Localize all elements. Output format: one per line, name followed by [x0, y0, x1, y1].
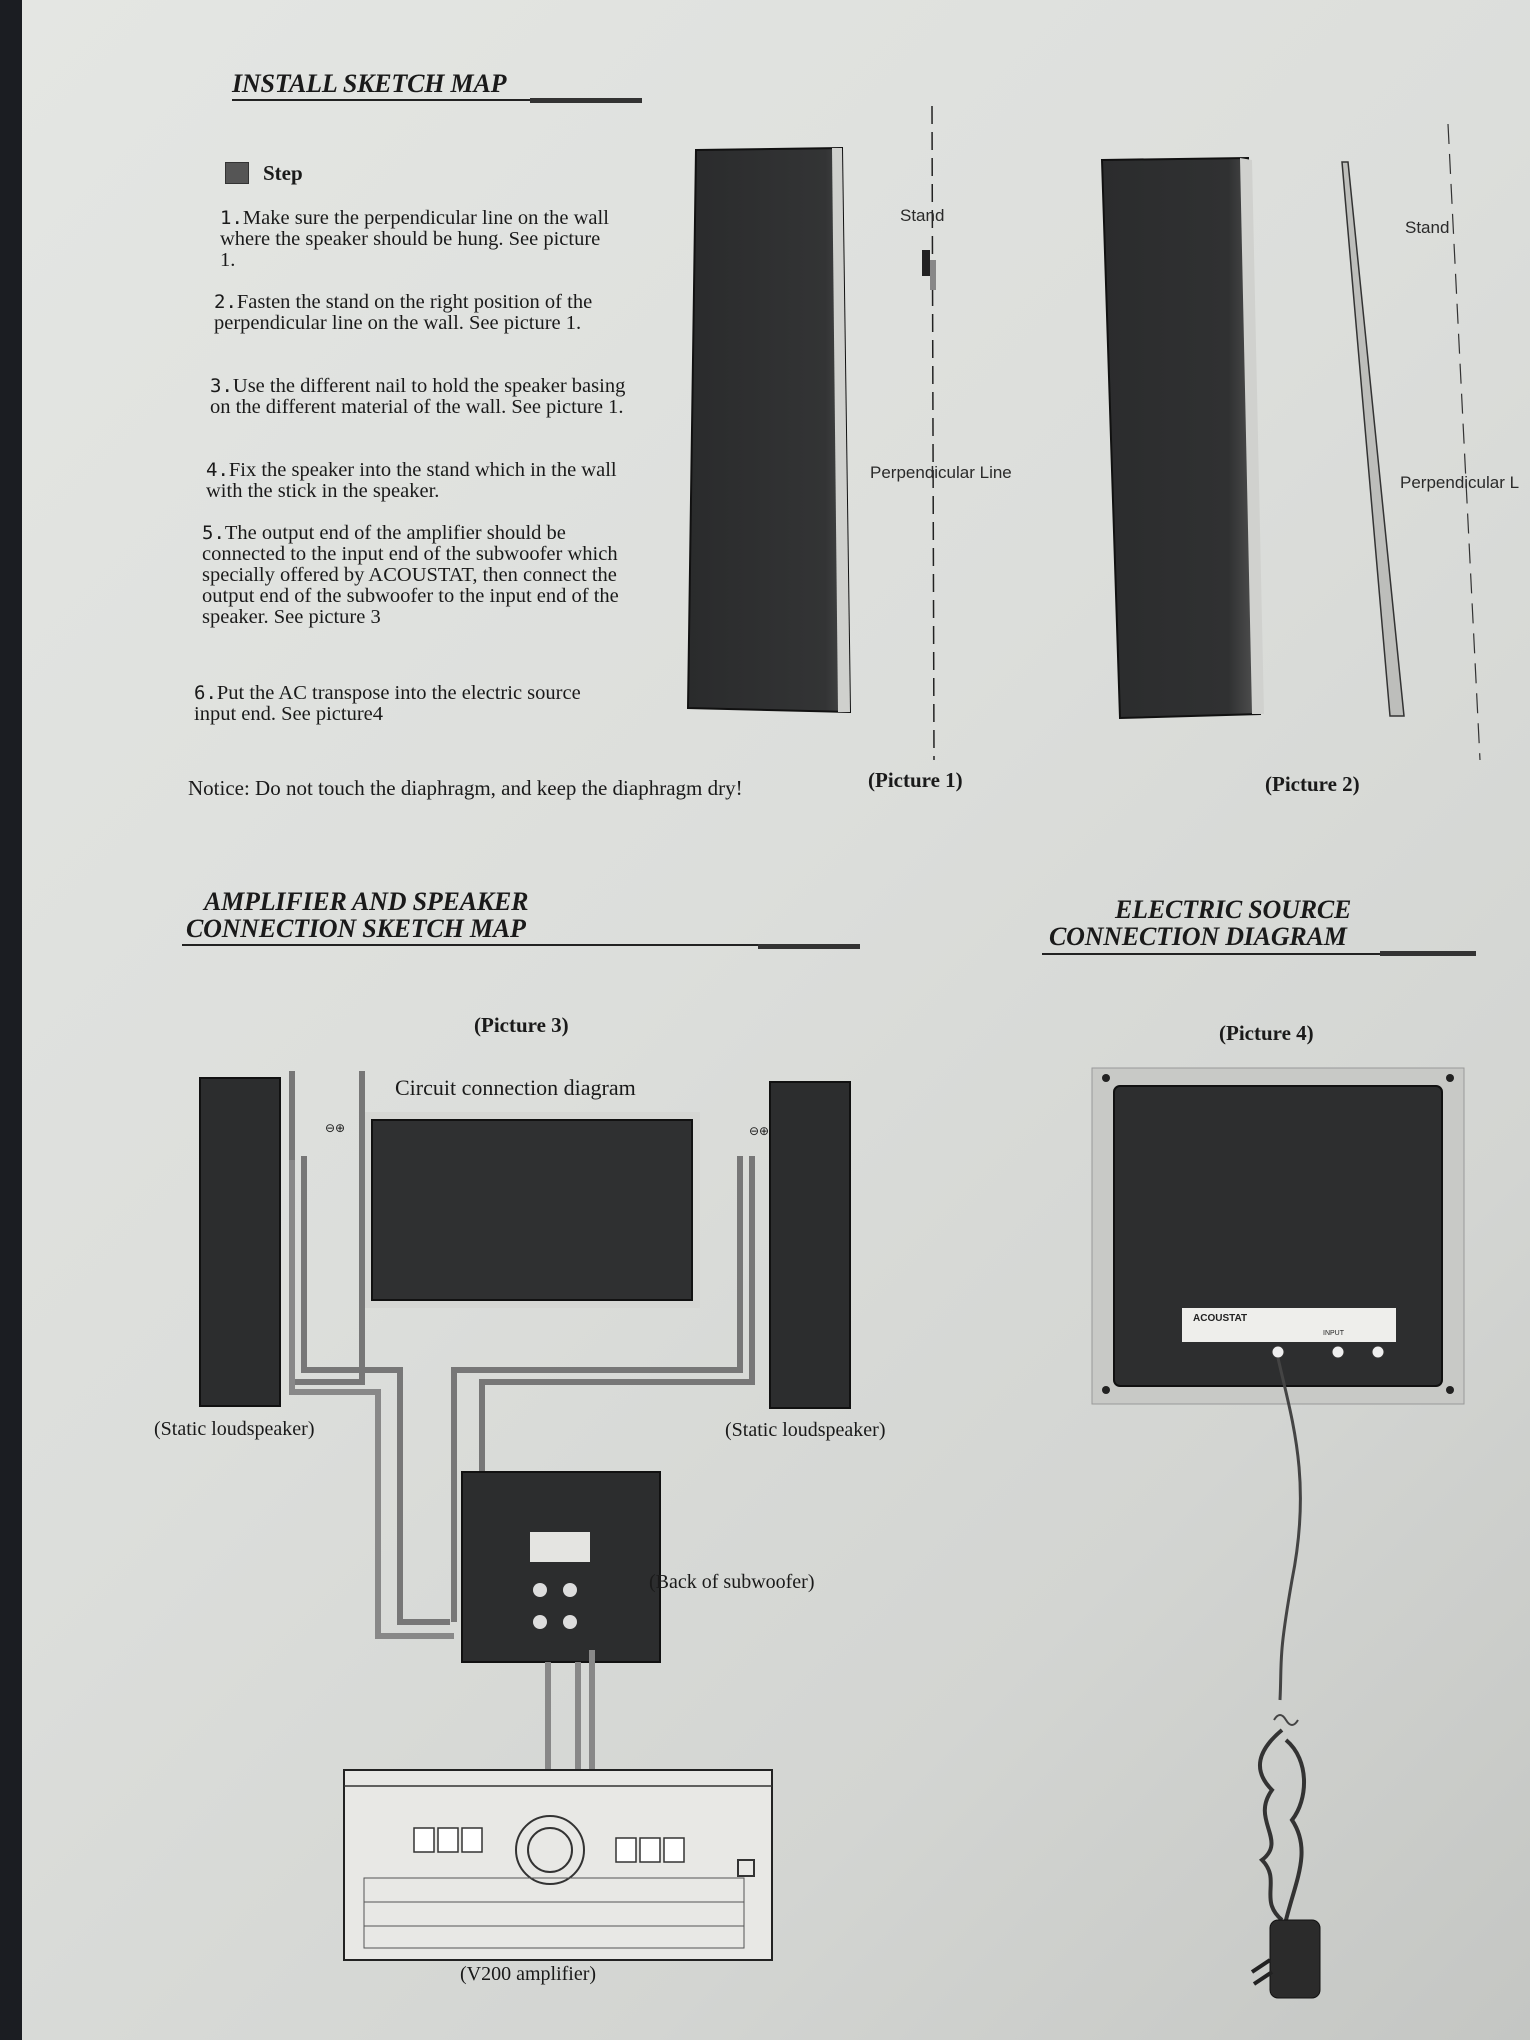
step-item-3: 3.Use the different nail to hold the spe…: [210, 375, 626, 418]
picture2-illustration: [1100, 123, 1481, 761]
install-title-underline: [232, 99, 642, 101]
step-item-5: 5.The output end of the amplifier should…: [202, 522, 619, 628]
install-title-bar: [530, 98, 642, 103]
circuit-connection-diagram: [199, 1071, 851, 1961]
picture1-illustration: [686, 105, 936, 761]
picture1-line-label: Perpendicular Line: [870, 463, 1012, 482]
amp-section-title-line1: AMPLIFIER AND SPEAKER: [204, 887, 529, 916]
right-speaker-label: (Static loudspeaker): [725, 1419, 886, 1441]
electric-source-diagram: [1091, 1067, 1465, 1999]
step-bullet-icon: [225, 162, 249, 184]
picture1-caption: (Picture 1): [868, 768, 963, 792]
right-terminal-icon: ⊖⊕: [749, 1124, 770, 1138]
picture1-stand-label: Stand: [900, 206, 945, 225]
step-item-1: 1.Make sure the perpendicular line on th…: [220, 207, 609, 271]
circuit-diagram-title: Circuit connection diagram: [395, 1075, 636, 1100]
brand-logo: ACOUSTAT: [1193, 1313, 1248, 1324]
amp-section-title-line2: CONNECTION SKETCH MAP: [186, 914, 526, 943]
electric-section-title-line2: CONNECTION DIAGRAM: [1049, 922, 1347, 951]
picture4-caption: (Picture 4): [1219, 1021, 1314, 1045]
amp-section-bar: [758, 944, 860, 949]
step-item-2: 2.Fasten the stand on the right position…: [214, 291, 593, 334]
notice-text: Notice: Do not touch the diaphragm, and …: [188, 776, 743, 800]
picture2-caption: (Picture 2): [1265, 772, 1360, 796]
step-heading: Step: [263, 161, 303, 185]
electric-section-bar: [1380, 951, 1476, 956]
electric-section-title-line1: ELECTRIC SOURCE: [1115, 895, 1352, 924]
document-page: INSTALL SKETCH MAP Step 1.Make sure the …: [22, 0, 1530, 2040]
install-title: INSTALL SKETCH MAP: [232, 69, 507, 98]
panel-input-label: INPUT: [1323, 1330, 1344, 1337]
electric-section-underline: [1042, 953, 1476, 955]
left-speaker-label: (Static loudspeaker): [154, 1418, 315, 1440]
step-item-6: 6.Put the AC transpose into the electric…: [194, 682, 581, 725]
picture3-caption: (Picture 3): [474, 1013, 569, 1037]
picture2-line-label: Perpendicular L: [1400, 473, 1520, 492]
step-item-4: 4.Fix the speaker into the stand which i…: [206, 459, 617, 502]
amplifier-label: (V200 amplifier): [460, 1963, 597, 1985]
amp-section-underline: [182, 944, 860, 946]
picture2-stand-label: Stand: [1405, 218, 1450, 237]
subwoofer-label: (Back of subwoofer): [649, 1571, 815, 1593]
left-terminal-icon: ⊖⊕: [325, 1121, 346, 1135]
